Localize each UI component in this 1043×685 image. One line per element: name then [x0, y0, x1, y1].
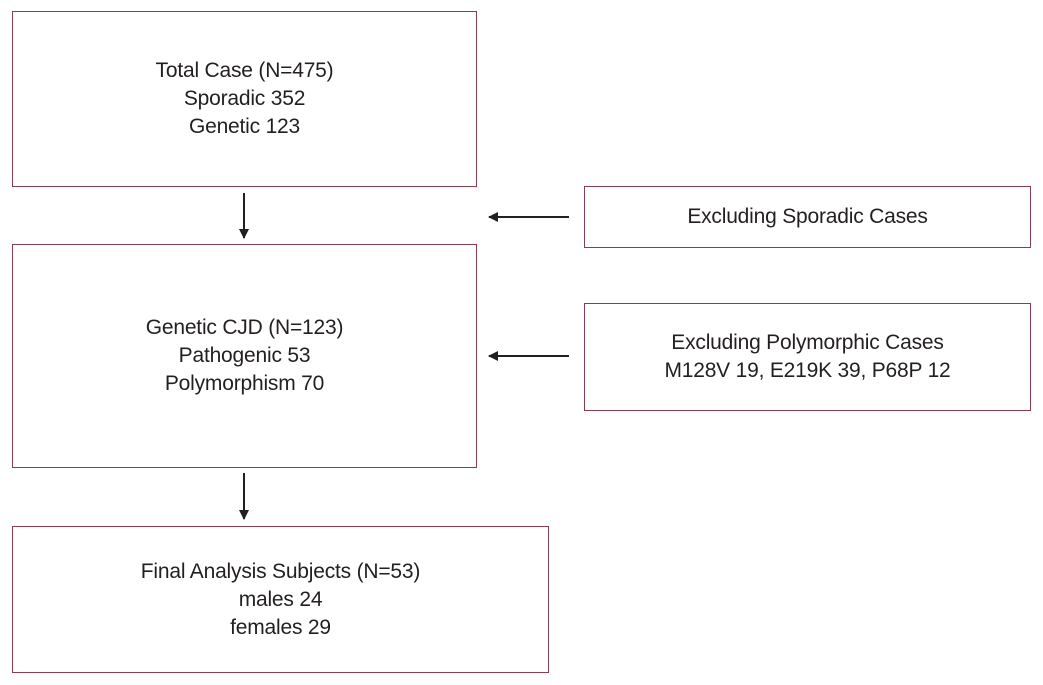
exclude-polymorphic-label: Excluding Polymorphic Cases	[671, 331, 944, 354]
final-analysis-males: males 24	[238, 587, 323, 611]
genetic-cjd-polymorphism: Polymorphism 70	[164, 372, 325, 395]
exclude-polymorphic-box: Excluding Polymorphic Cases M128V 19, E2…	[584, 303, 1031, 411]
final-analysis-title: Final Analysis Subjects (N=53)	[140, 559, 421, 583]
total-case-title: Total Case (N=475)	[155, 59, 334, 82]
exclude-sporadic-label: Excluding Sporadic Cases	[687, 205, 928, 228]
final-analysis-females: females 29	[230, 615, 331, 639]
exclude-polymorphic-detail: M128V 19, E219K 39, P68P 12	[664, 359, 951, 382]
genetic-cjd-pathogenic: Pathogenic 53	[178, 344, 311, 367]
genetic-cjd-box: Genetic CJD (N=123) Pathogenic 53 Polymo…	[12, 244, 477, 468]
genetic-cjd-title: Genetic CJD (N=123)	[145, 316, 344, 339]
total-case-sporadic: Sporadic 352	[183, 87, 306, 110]
total-case-genetic: Genetic 123	[188, 115, 301, 138]
final-analysis-box: Final Analysis Subjects (N=53) males 24 …	[12, 526, 549, 673]
exclude-sporadic-box: Excluding Sporadic Cases	[584, 186, 1031, 248]
total-case-box: Total Case (N=475) Sporadic 352 Genetic …	[12, 11, 477, 187]
